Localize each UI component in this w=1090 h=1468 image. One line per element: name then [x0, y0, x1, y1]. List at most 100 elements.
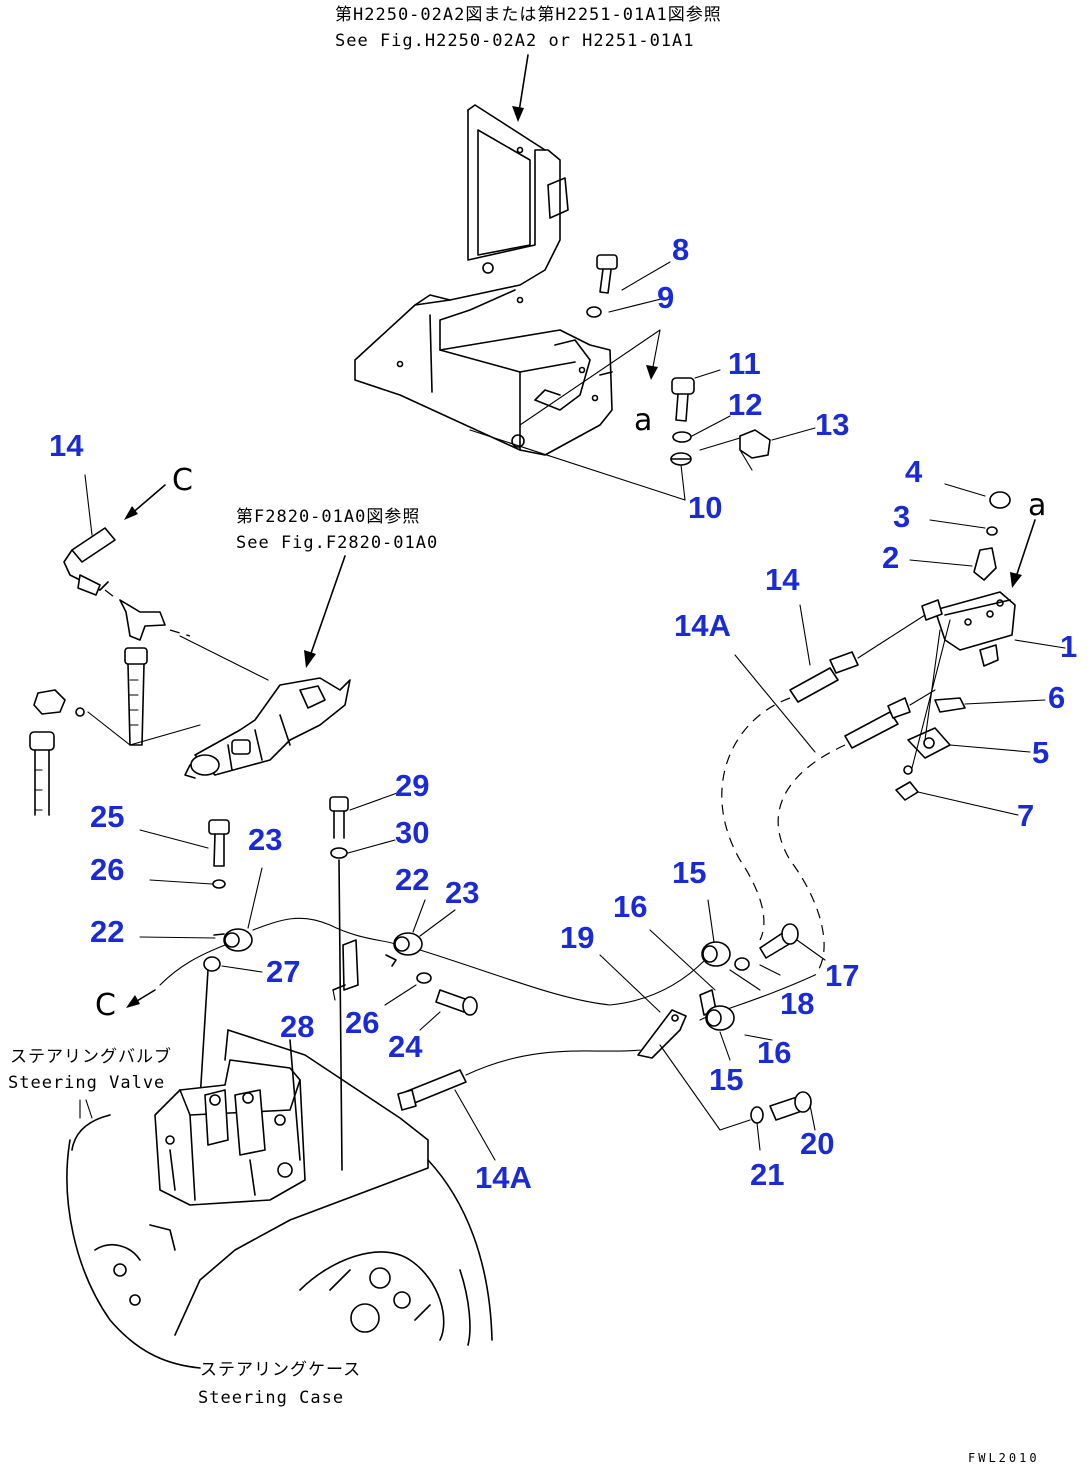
- callout-8: 8: [672, 232, 689, 267]
- bolt-20: [769, 1091, 812, 1121]
- leader-23-left: [247, 867, 263, 929]
- connection-dash-2: [169, 629, 191, 637]
- drawing-code: FWL2010: [968, 1451, 1040, 1465]
- callout-26-left: 26: [90, 852, 124, 887]
- leader-17: [796, 939, 826, 961]
- callout-6: 6: [1048, 680, 1065, 715]
- pipe-to-c: [159, 944, 226, 986]
- plate-5: [907, 727, 951, 759]
- callout-13: 13: [815, 407, 849, 442]
- leader-16-a: [649, 929, 716, 991]
- bolt-17: [759, 923, 799, 959]
- washer-9: [586, 306, 602, 318]
- leader-9-a: [519, 329, 661, 426]
- pipe-to-clamp-15: [419, 949, 706, 1006]
- callout-28: 28: [280, 1009, 314, 1044]
- callout-25: 25: [90, 799, 124, 834]
- callout-16-top: 16: [613, 889, 647, 924]
- callout-16-bottom: 16: [757, 1035, 791, 1070]
- arrowhead-c-bottom: [126, 995, 140, 1008]
- tee-fitting: [119, 599, 166, 641]
- callout-7: 7: [1017, 798, 1034, 833]
- leader-24: [419, 1011, 441, 1031]
- callout-18: 18: [780, 986, 814, 1021]
- leader-14-right: [799, 604, 811, 666]
- callout-22-right: 22: [395, 862, 429, 897]
- leader-28: [332, 989, 336, 1001]
- arrow-a-right: [1014, 519, 1036, 581]
- clamp-23-left: [213, 928, 253, 952]
- leader-19: [599, 954, 661, 1013]
- callout-12: 12: [728, 387, 762, 422]
- callout-23-left: 23: [248, 822, 282, 857]
- leader-15-bottom: [719, 1031, 731, 1061]
- leader-8: [621, 261, 671, 291]
- callout-24: 24: [388, 1029, 423, 1064]
- callout-29: 29: [395, 768, 429, 803]
- leader-13: [771, 427, 816, 441]
- leader-13-clip: [699, 437, 741, 451]
- callout-14a-bottom: 14A: [475, 1160, 532, 1195]
- leader-6: [964, 699, 1046, 705]
- callout-4: 4: [905, 454, 923, 489]
- hose-14-path-a: [721, 697, 791, 941]
- arrow-c-top: [129, 484, 166, 516]
- leader-1: [1014, 639, 1066, 649]
- washer-30: [330, 847, 348, 859]
- clamp-15-top: [701, 941, 731, 967]
- leader-26-left: [149, 879, 213, 885]
- bolt-long-left: [124, 647, 148, 746]
- arrowhead-9: [646, 365, 658, 380]
- cap-4: [989, 491, 1011, 509]
- callout-15-bottom: 15: [709, 1062, 743, 1097]
- connection-dash-1: [104, 589, 119, 601]
- steering-valve-label-jp: ステアリングバルブ: [10, 1046, 172, 1067]
- leader-3: [929, 519, 986, 529]
- leader-27: [221, 965, 263, 973]
- callout-3: 3: [893, 499, 910, 534]
- letter-c-top: C: [172, 463, 193, 498]
- bolt-29: [329, 796, 349, 839]
- pipe-stub-left: [29, 731, 55, 816]
- leader-26-right: [384, 984, 417, 1006]
- bracket-19: [637, 1009, 687, 1059]
- leader-16-top: [729, 969, 761, 991]
- leader-2: [909, 559, 973, 567]
- arrowhead-c-top: [124, 506, 138, 520]
- valve-reference-jp: 第F2820-01A0図参照: [236, 507, 420, 527]
- hose-14-path-b: [777, 744, 846, 976]
- leader-20: [809, 1104, 816, 1131]
- leader-4: [944, 483, 986, 497]
- clip-13: [739, 429, 771, 459]
- hose-14a-bottom: [397, 1049, 641, 1111]
- leader-21: [659, 1044, 751, 1131]
- steering-valve-label-leader: [79, 1099, 93, 1119]
- washer-21: [750, 1106, 764, 1124]
- hose-fitting-14-left: [63, 527, 116, 596]
- leader-23-right: [419, 909, 456, 937]
- washer-18: [734, 957, 750, 971]
- leader-16-bottom: [744, 1034, 773, 1041]
- valve-assembly: [184, 677, 351, 779]
- frame-reference-arrowhead: [512, 106, 524, 122]
- leader-22-left: [139, 936, 216, 939]
- callout-19: 19: [560, 920, 594, 955]
- pipe-left-line: [87, 711, 201, 746]
- frame-bracket: [354, 104, 613, 456]
- callout-17: 17: [825, 958, 859, 993]
- callout-14-left: 14: [49, 428, 84, 463]
- callout-10: 10: [688, 490, 722, 525]
- leader-22-right: [412, 899, 426, 933]
- callout-5: 5: [1032, 735, 1049, 770]
- callout-26-right: 26: [345, 1005, 379, 1040]
- steering-case-label-en: Steering Case: [198, 1388, 344, 1408]
- fitting-7: [895, 765, 919, 801]
- frame-reference-jp: 第H2250-02A2図または第H2251-01A1図参照: [335, 5, 722, 25]
- callout-1: 1: [1060, 629, 1077, 664]
- valve-reference-arrowhead: [304, 650, 316, 668]
- nut-10: [670, 452, 692, 466]
- leader-10-frame: [469, 429, 686, 501]
- leader-7: [917, 791, 1019, 816]
- leader-29: [349, 791, 401, 811]
